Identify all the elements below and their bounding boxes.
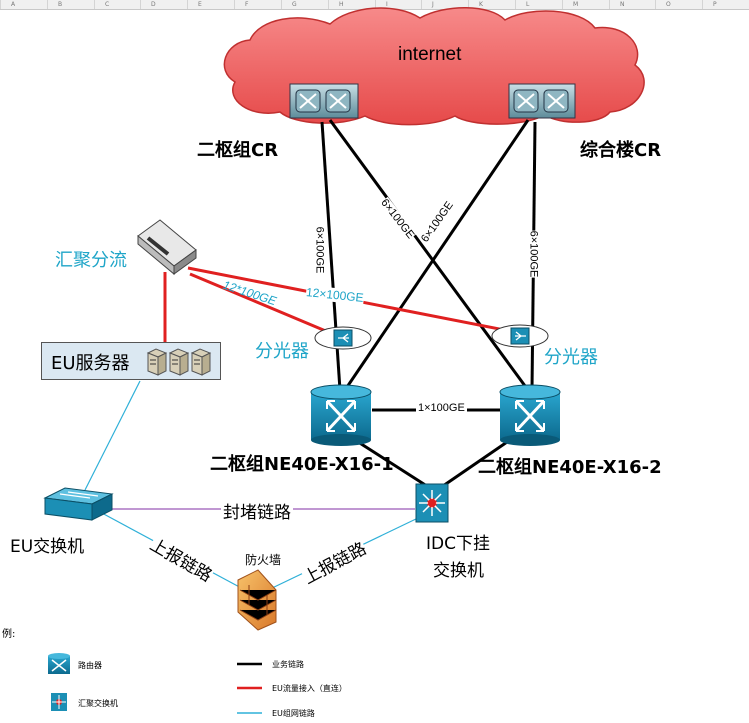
legend-business-label: 业务链路 [272, 660, 304, 669]
splitter-left-icon [314, 326, 372, 350]
eu-switch-icon [43, 487, 114, 521]
legend-eu-network-label: EU组网链路 [272, 709, 315, 718]
splitter-right-label: 分光器 [544, 347, 598, 368]
eu-server-label: EU服务器 [51, 353, 130, 374]
legend-router-label: 路由器 [78, 661, 102, 670]
legend-switch-icon [51, 693, 67, 711]
link-label-block: 封堵链路 [221, 498, 293, 523]
aggregator-label: 汇聚分流 [55, 250, 127, 271]
column-header-a[interactable]: A [0, 0, 48, 9]
link-ne1-idc [354, 438, 431, 490]
legend-router-icon [48, 653, 70, 674]
internet-label: internet [398, 44, 462, 65]
column-header-m[interactable]: M [562, 0, 610, 9]
column-header-h[interactable]: H [328, 0, 376, 9]
aggregator-device-icon [137, 219, 197, 276]
cr-left-label: 二枢组CR [197, 140, 279, 161]
server-stack-icon [146, 348, 212, 376]
cr-left-router-icon [289, 83, 359, 119]
splitter-right-icon [491, 324, 549, 348]
cr-right-router-icon [508, 83, 576, 119]
idc-switch-icon [415, 483, 449, 523]
link-label-cr-vertical-right: 6×100GE [527, 230, 540, 278]
column-header-e[interactable]: E [187, 0, 235, 9]
column-header-d[interactable]: D [140, 0, 188, 9]
link-label-ne40e-interlink: 1×100GE [416, 402, 467, 414]
legend-switch-label: 汇聚交换机 [78, 699, 118, 708]
eu-switch-label: EU交换机 [10, 537, 85, 557]
eu-server-box: EU服务器 [41, 342, 221, 380]
link-ne2-idc [439, 438, 511, 490]
cr-right-label: 综合楼CR [580, 140, 662, 161]
internet-cloud-icon [223, 7, 645, 126]
idc-switch-label-1: IDC下挂 [426, 534, 490, 554]
column-header-p[interactable]: P [702, 0, 749, 9]
ne40e-2-label: 二枢组NE40E-X16-2 [478, 457, 662, 478]
column-header-i[interactable]: I [375, 0, 423, 9]
column-header-c[interactable]: C [94, 0, 142, 9]
column-header-n[interactable]: N [609, 0, 657, 9]
link-label-cr-vertical-left: 6×100GE [313, 226, 326, 274]
column-header-o[interactable]: O [655, 0, 703, 9]
column-header-g[interactable]: G [281, 0, 329, 9]
firewall-label: 防火墙 [245, 553, 282, 567]
ne40e-1-label: 二枢组NE40E-X16-1 [210, 454, 394, 475]
link-crright-ne1 [343, 119, 530, 391]
link-crleft-ne2 [328, 119, 530, 391]
column-header-l[interactable]: L [515, 0, 563, 9]
legend-title: 例: [2, 629, 16, 640]
ne40e-1-router-icon [310, 384, 372, 446]
splitter-left-label: 分光器 [255, 341, 309, 362]
legend-eu-access-label: EU流量接入（直连） [272, 684, 347, 693]
column-header-f[interactable]: F [234, 0, 282, 9]
ne40e-2-router-icon [499, 384, 561, 446]
column-header-j[interactable]: J [421, 0, 469, 9]
firewall-icon [237, 569, 277, 631]
column-header-b[interactable]: B [47, 0, 95, 9]
idc-switch-label-2: 交换机 [433, 561, 484, 581]
tap-link-left [189, 272, 341, 339]
column-header-k[interactable]: K [468, 0, 516, 9]
